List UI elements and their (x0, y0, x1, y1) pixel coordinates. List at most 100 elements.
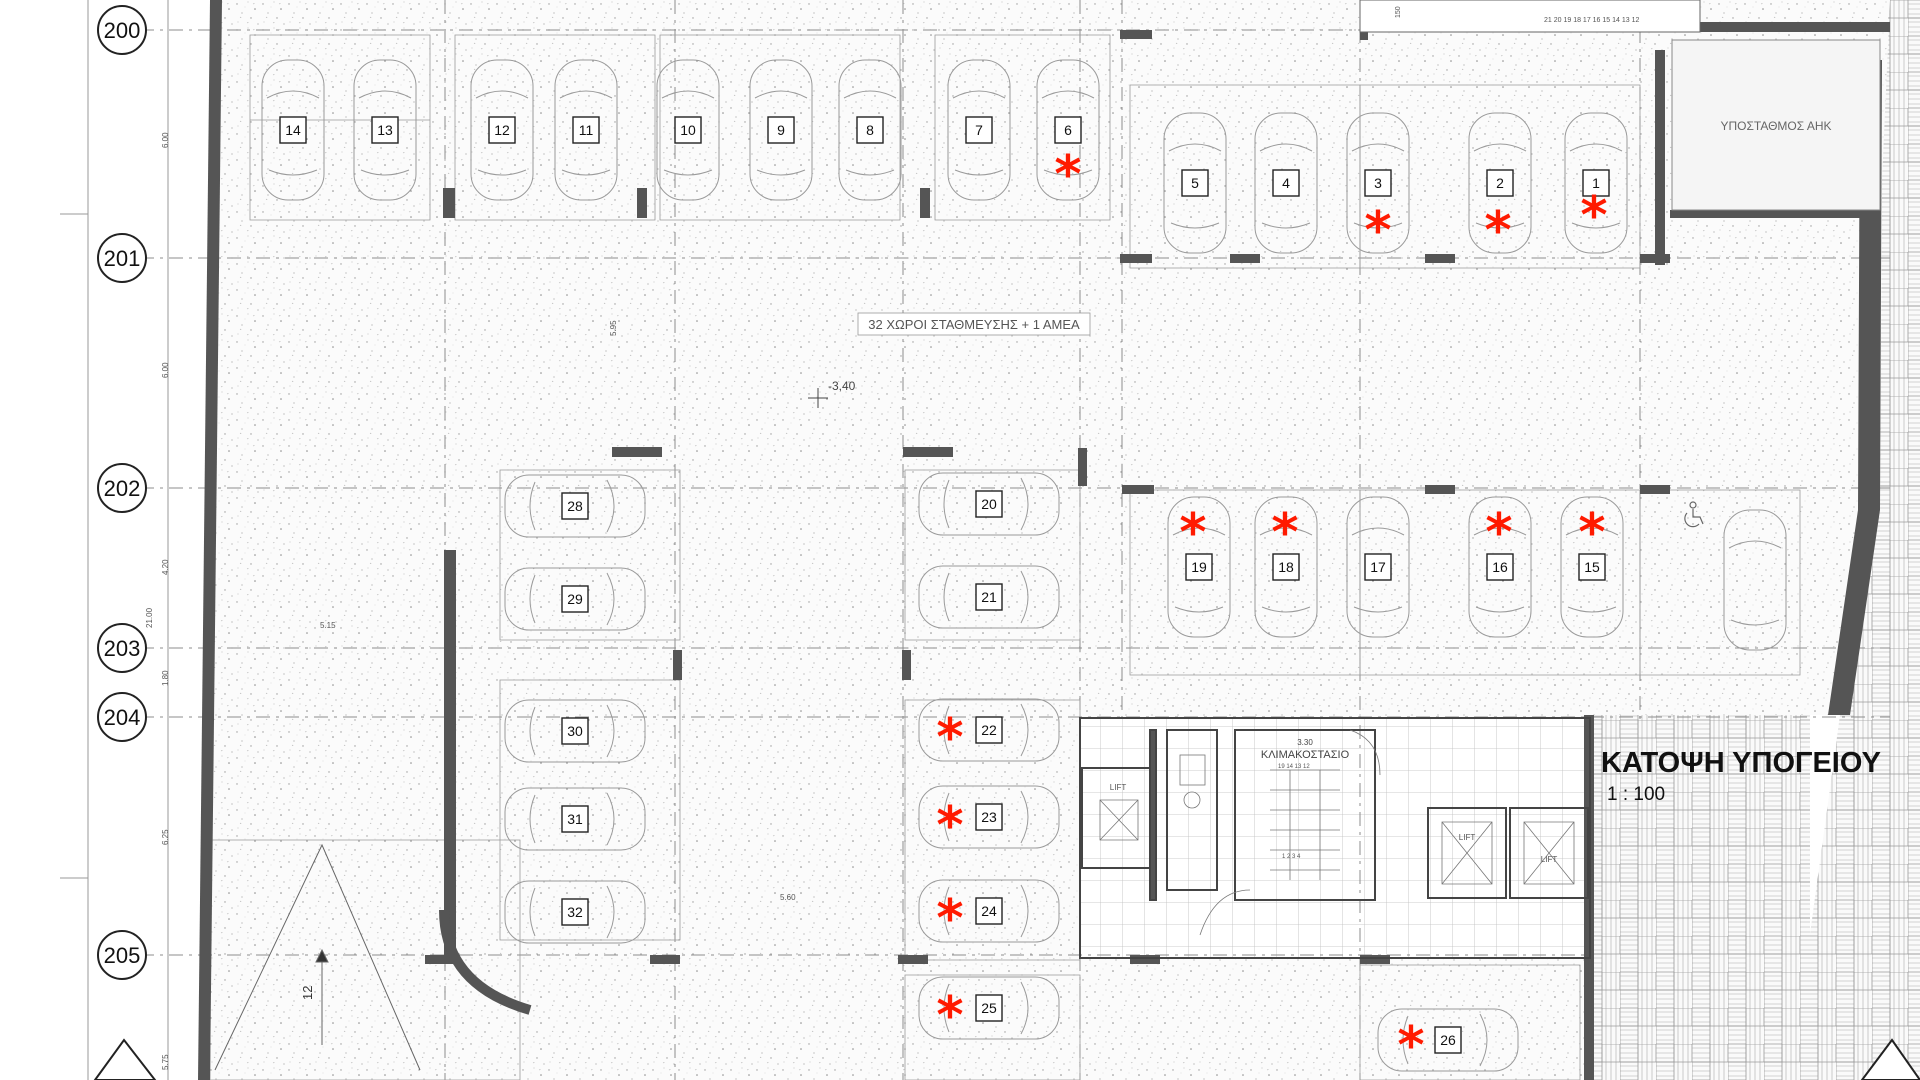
level-marker (808, 388, 828, 408)
car-outline (947, 59, 1011, 201)
paved-area (1590, 715, 1810, 1080)
lift-label-3: LIFT (1541, 855, 1558, 864)
space-number-box (279, 116, 307, 144)
space-number-box (975, 994, 1003, 1022)
parking-space-20: 20 (918, 472, 1060, 536)
space-number: 30 (567, 723, 583, 739)
car-outline (1560, 496, 1624, 638)
car-outline (261, 59, 325, 201)
car-outline (1036, 59, 1100, 201)
reserved-asterisk: * (1271, 503, 1298, 563)
parking-space-23: 23* (918, 785, 1060, 856)
car-outline (1723, 509, 1787, 651)
space-number: 23 (981, 809, 997, 825)
substation-room (1671, 39, 1881, 211)
parking-space-8: 8 (838, 59, 902, 201)
reserved-asterisk: * (1179, 503, 1206, 563)
space-number-box (1578, 553, 1606, 581)
space-number-box (1185, 553, 1213, 581)
reserved-asterisk: * (1580, 186, 1607, 246)
space-number-box (1272, 553, 1300, 581)
space-number: 1 (1592, 175, 1600, 191)
grid-bubble-label: 201 (104, 246, 141, 271)
space-number-box (975, 583, 1003, 611)
parking-space-15: 15* (1560, 496, 1624, 638)
parking-space-22: 22 * (918, 698, 1060, 768)
space-number: 31 (567, 811, 583, 827)
parking-space-11: 11 (554, 59, 618, 201)
lift-label-1: LIFT (1110, 783, 1127, 792)
core-details (1099, 729, 1575, 936)
ramp-label: 12 (300, 986, 315, 1000)
space-number-box (561, 717, 589, 745)
car-outline (749, 59, 813, 201)
car-outline (918, 565, 1060, 629)
section-marker-left (93, 1038, 157, 1080)
space-number: 14 (285, 122, 301, 138)
space-number-box (561, 492, 589, 520)
accessible-space-car (1723, 509, 1787, 651)
car-outline (918, 698, 1060, 762)
space-number: 22 (981, 722, 997, 738)
grid-bubble-200: 200 (97, 5, 147, 55)
car-outline (1564, 112, 1628, 254)
parking-space-30: 30 (504, 699, 646, 763)
space-number: 17 (1370, 559, 1386, 575)
car-outline (554, 59, 618, 201)
dimension-d4: 1.80 (161, 670, 170, 686)
parking-space-32: 32 (504, 880, 646, 944)
car-outline (918, 785, 1060, 849)
space-number: 9 (777, 122, 785, 138)
grid-bubble-202: 202 (97, 463, 147, 513)
drawing-scale: 1 : 100 (1607, 784, 1665, 805)
dimension-d9: 5.95 (609, 320, 618, 336)
section-marker-right (1860, 1038, 1920, 1080)
space-number: 8 (866, 122, 874, 138)
reserved-asterisk: * (936, 708, 963, 768)
space-number: 4 (1282, 175, 1290, 191)
stall-lines (209, 34, 1801, 1080)
dimension-texts: 6.00 6.00 4.20 1.80 6.25 5.75 21.00 5.15… (145, 132, 796, 1070)
parking-summary-box (857, 312, 1091, 336)
parking-space-12: 12 (470, 59, 534, 201)
parking-space-21: 21 (918, 565, 1060, 629)
parking-space-6: 6* (1036, 59, 1100, 205)
parking-space-28: 28 (504, 474, 646, 538)
space-number-box (767, 116, 795, 144)
parking-space-9: 9 (749, 59, 813, 201)
dimension-d10: 5.60 (780, 893, 796, 902)
parking-space-4: 4 (1254, 112, 1318, 254)
parking-space-16: 16* (1468, 496, 1532, 638)
car-outline (838, 59, 902, 201)
space-number-box (572, 116, 600, 144)
core-walls (1079, 717, 1591, 959)
car-outline (504, 567, 646, 631)
accessible-parking-icon (1684, 501, 1704, 528)
space-number-box (975, 803, 1003, 831)
space-number: 28 (567, 498, 583, 514)
space-number: 21 (981, 589, 997, 605)
staircase-label: ΚΛΙΜΑΚΟΣΤΑΣΙΟ (1261, 749, 1350, 761)
space-number-box (856, 116, 884, 144)
grid-bubble-label: 204 (104, 705, 141, 730)
dimension-d2: 6.00 (161, 362, 170, 378)
car-outline (1167, 496, 1231, 638)
dimension-d1: 6.00 (161, 132, 170, 148)
lift-label-2: LIFT (1459, 833, 1476, 842)
space-number-box (488, 116, 516, 144)
walls (198, 0, 1890, 1080)
parking-space-14: 14 (261, 59, 325, 201)
dim-150: 150 (1395, 6, 1402, 18)
grid-bubble-label: 203 (104, 636, 141, 661)
substation-label: ΥΠΟΣΤΑΘΜΟΣ ΑΗΚ (1720, 119, 1831, 133)
reserved-asterisk: * (936, 986, 963, 1046)
car-outline (504, 474, 646, 538)
space-number: 15 (1584, 559, 1600, 575)
space-number-box (561, 585, 589, 613)
parking-space-29: 29 (504, 567, 646, 631)
grid-bubble-203: 203 (97, 623, 147, 673)
space-number-box (1272, 169, 1300, 197)
space-number-box (1054, 116, 1082, 144)
grid-bubble-label: 202 (104, 476, 141, 501)
